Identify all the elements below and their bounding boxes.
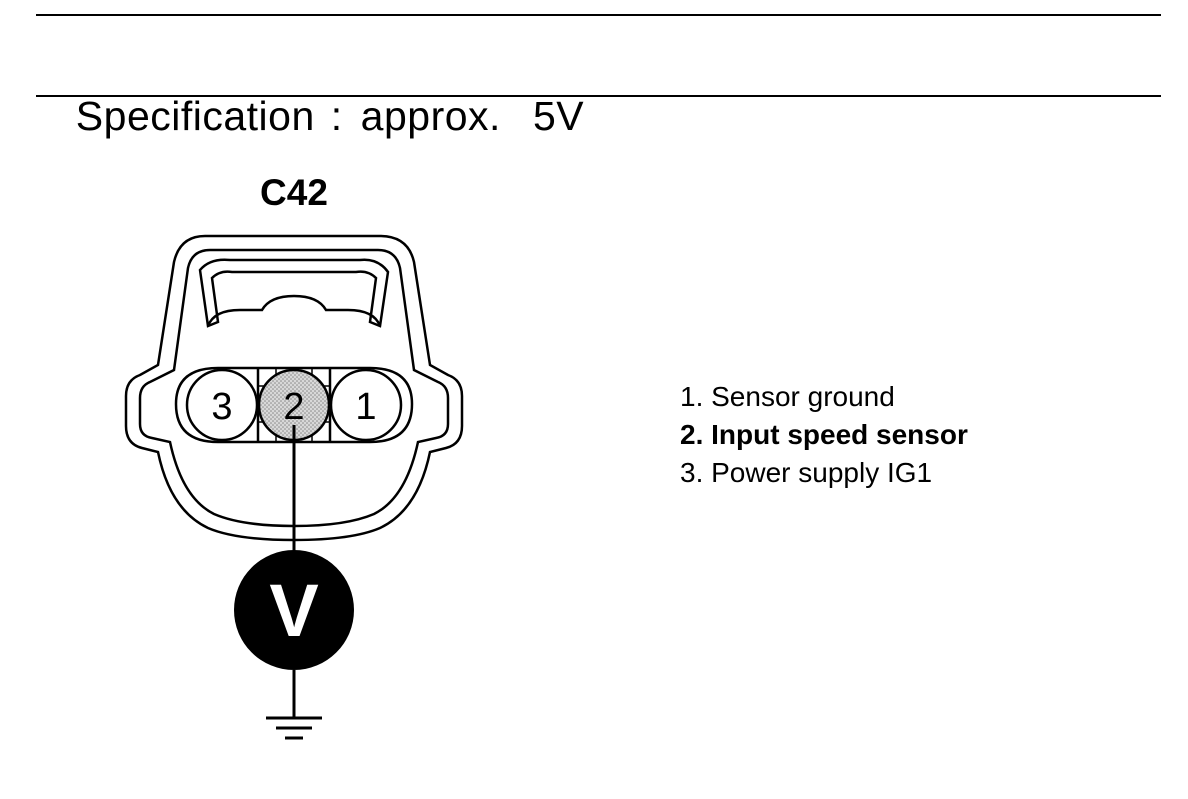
legend-item-1: 1. Sensor ground [680, 381, 895, 412]
bottom-rule [36, 95, 1161, 97]
pin-3: 3 [185, 368, 259, 442]
ground-icon [266, 716, 322, 740]
top-rule [36, 14, 1161, 16]
spec-separator: : [330, 93, 343, 139]
pin-2-label: 2 [283, 386, 304, 428]
voltmeter: V [234, 550, 354, 670]
spec-qualifier: approx. [360, 93, 501, 139]
connector-latch [198, 258, 390, 328]
pin-1-circle [329, 368, 403, 442]
spec-label: Specification [75, 93, 315, 139]
legend-item-2: 2. Input speed sensor [680, 419, 968, 450]
spec-value: 5V [532, 93, 585, 139]
pin-3-circle [185, 368, 259, 442]
pin-1: 1 [329, 368, 403, 442]
voltmeter-icon [234, 550, 354, 670]
pin-2: 2 [257, 368, 331, 442]
pin-1-label: 1 [355, 386, 376, 428]
pin-legend: 1. Sensor ground 2. Input speed sensor 3… [680, 378, 968, 492]
specification-line: Specification: approx. 5V [52, 26, 584, 146]
connector-id: C42 [260, 172, 328, 213]
pin-3-label: 3 [211, 386, 232, 428]
legend-item-3: 3. Power supply IG1 [680, 457, 933, 488]
voltmeter-symbol: V [269, 569, 318, 652]
